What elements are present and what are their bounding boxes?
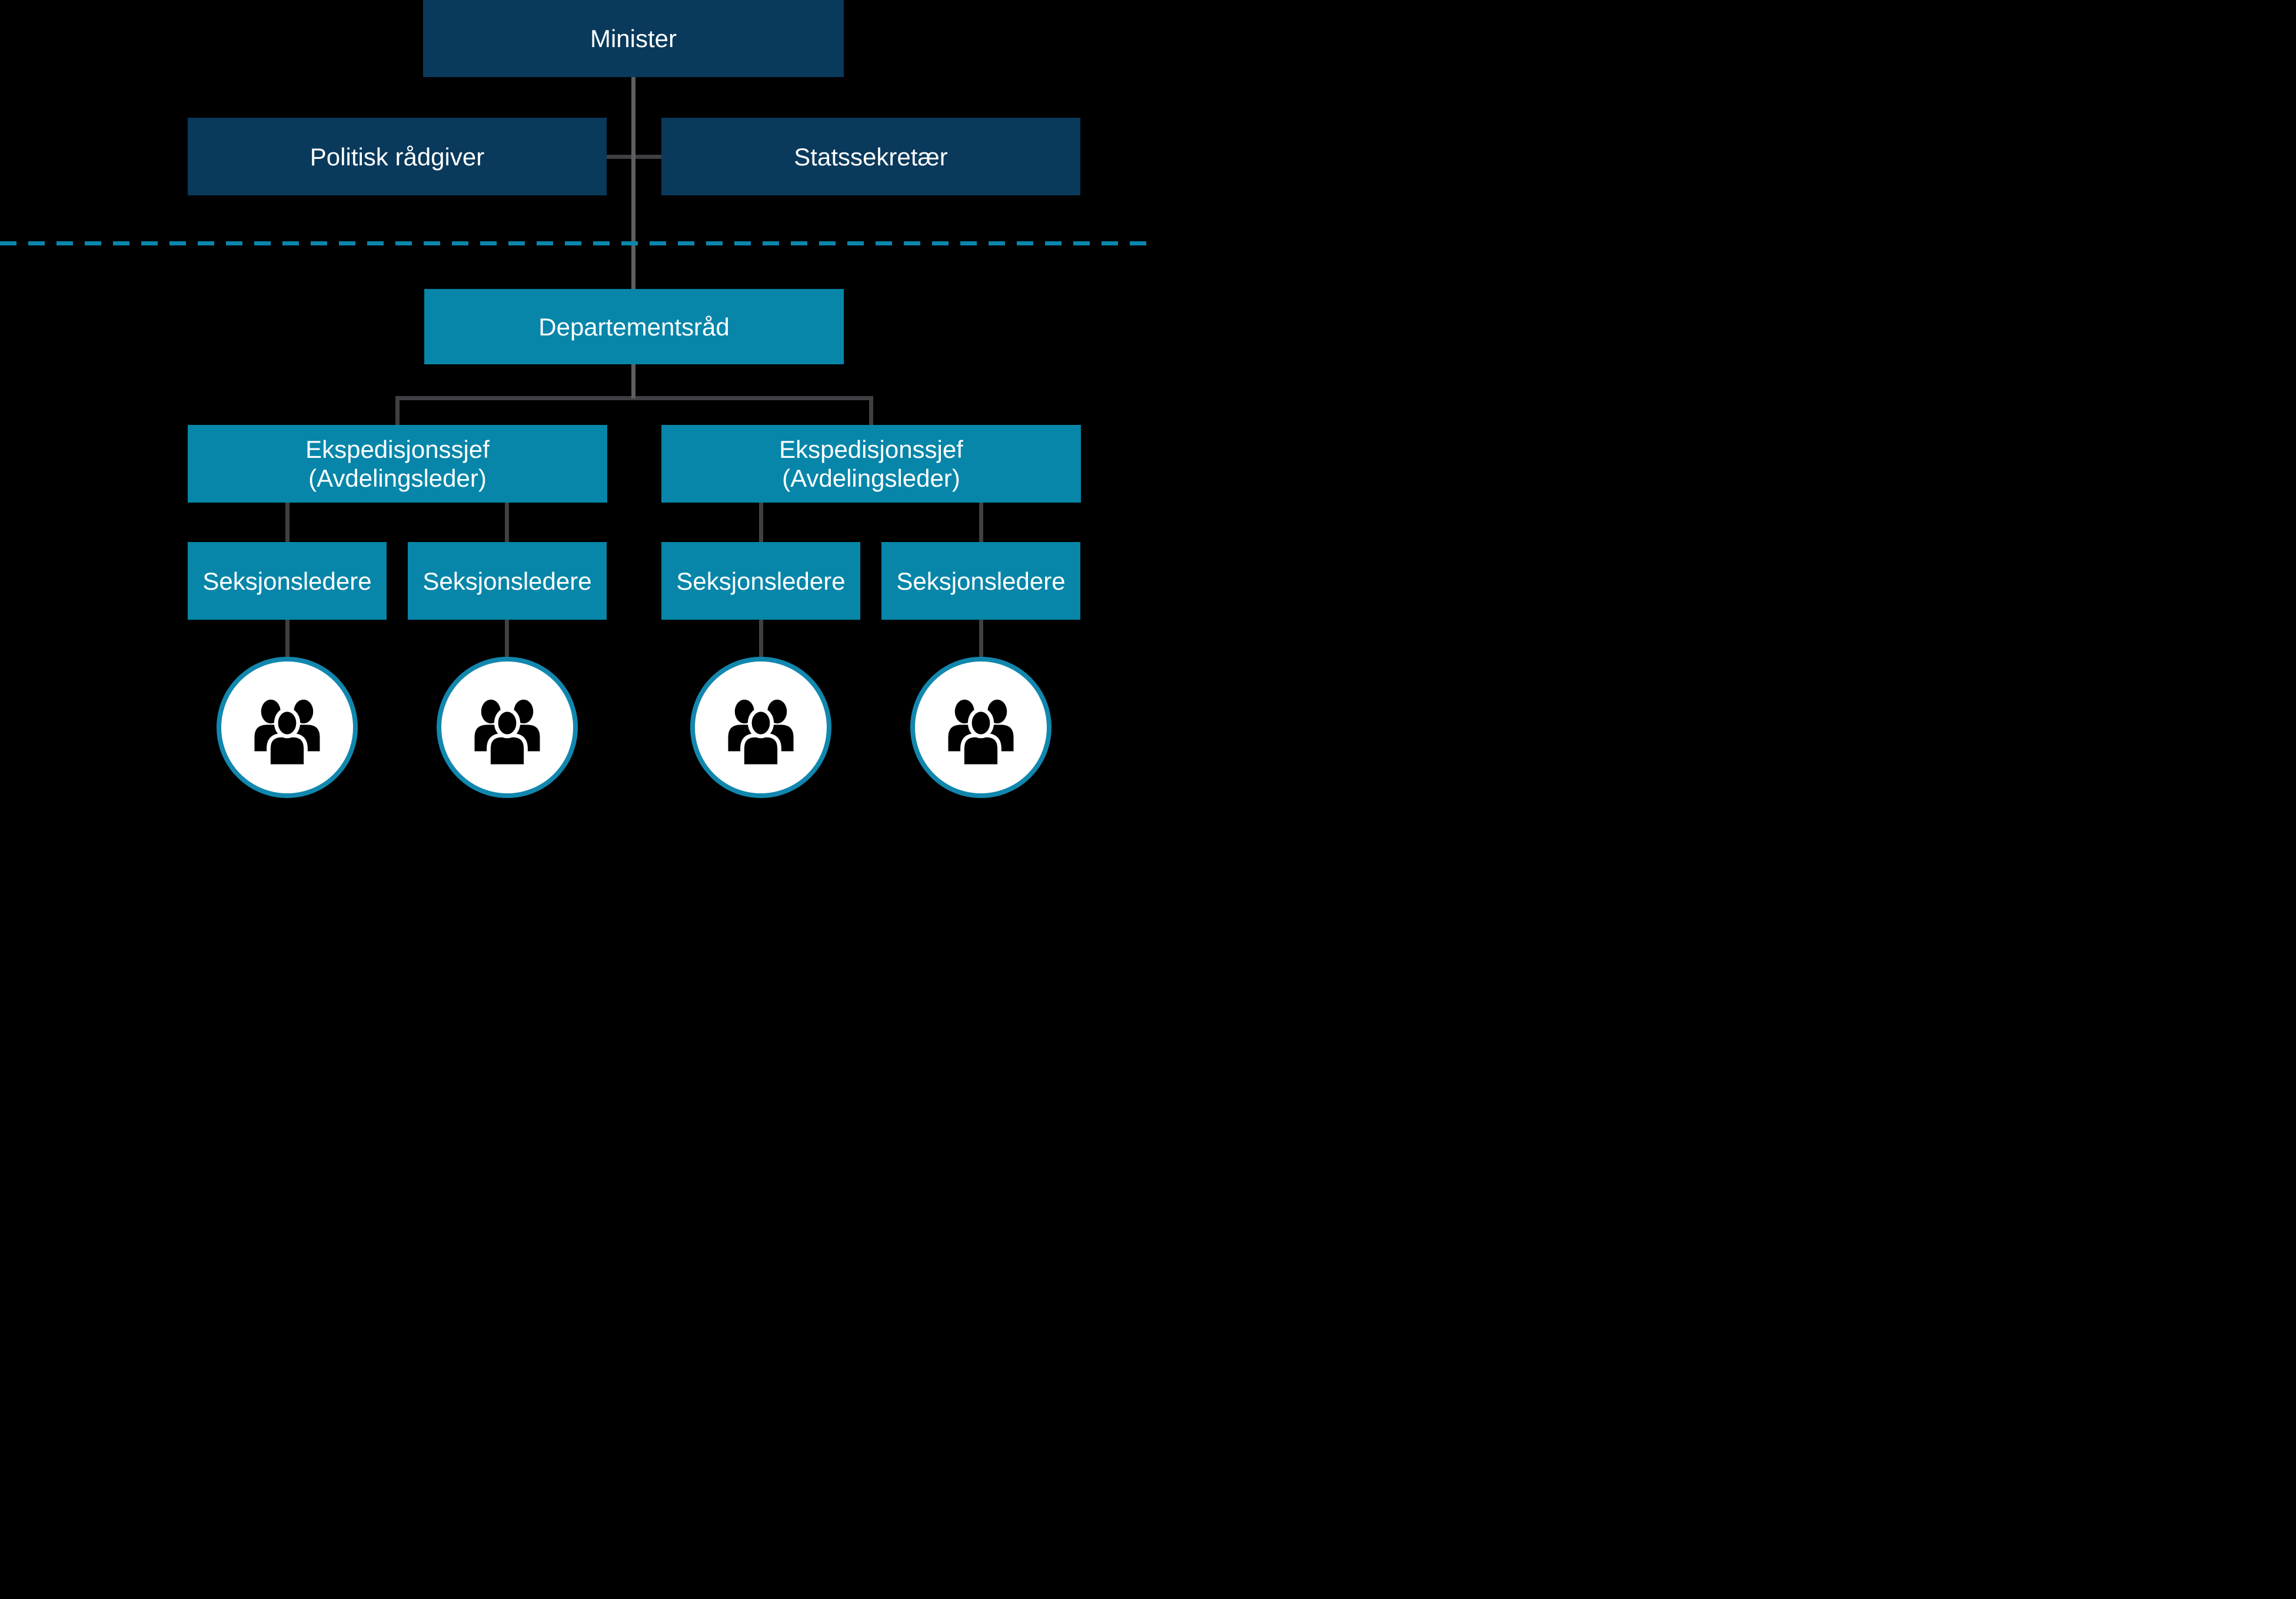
connector-eksp-seks-4 xyxy=(979,503,983,542)
node-departementsraad: Departementsråd xyxy=(424,289,844,364)
ekspedisjonssjef-right-label: Ekspedisjonssjef (Avdelingsleder) xyxy=(779,435,963,493)
node-seksjonsledere-2: Seksjonsledere xyxy=(408,542,607,620)
connector-branch-right-drop xyxy=(869,400,873,425)
org-chart: Minister Politisk rådgiver Statssekretær… xyxy=(0,0,1148,799)
connector-seks-staff-4 xyxy=(979,620,983,657)
staff-group-circle-4 xyxy=(910,657,1051,798)
staff-group-circle-3 xyxy=(690,657,831,798)
connector-eksp-seks-2 xyxy=(505,503,509,542)
node-statssekretaer: Statssekretær xyxy=(661,118,1080,195)
ekspedisjonssjef-right-line2: (Avdelingsleder) xyxy=(782,464,960,492)
departementsraad-label: Departementsråd xyxy=(538,313,730,341)
people-group-icon xyxy=(254,699,320,769)
minister-label: Minister xyxy=(590,25,677,52)
ekspedisjonssjef-left-line2: (Avdelingsleder) xyxy=(308,464,487,492)
politisk-radgiver-label: Politisk rådgiver xyxy=(310,142,485,171)
seksjonsledere-3-label: Seksjonsledere xyxy=(676,567,846,595)
connector-branch-left-drop xyxy=(395,400,400,425)
ekspedisjonssjef-left-line1: Ekspedisjonssjef xyxy=(305,436,490,463)
node-minister: Minister xyxy=(423,0,844,77)
seksjonsledere-2-label: Seksjonsledere xyxy=(422,567,592,595)
connector-eksp-seks-1 xyxy=(285,503,290,542)
connector-seks-staff-1 xyxy=(285,620,290,657)
staff-group-circle-1 xyxy=(217,657,358,798)
connector-minister-departementsraad xyxy=(631,77,635,289)
people-group-icon xyxy=(474,699,540,769)
people-group-icon xyxy=(948,699,1014,769)
node-seksjonsledere-4: Seksjonsledere xyxy=(881,542,1080,620)
statssekretaer-label: Statssekretær xyxy=(794,142,948,171)
seksjonsledere-4-label: Seksjonsledere xyxy=(896,567,1066,595)
political-administrative-divider-dashed-line xyxy=(0,241,1148,245)
node-seksjonsledere-3: Seksjonsledere xyxy=(661,542,860,620)
staff-group-circle-2 xyxy=(437,657,578,798)
connector-eksp-seks-3 xyxy=(759,503,763,542)
ekspedisjonssjef-right-line1: Ekspedisjonssjef xyxy=(779,436,963,463)
ekspedisjonssjef-left-label: Ekspedisjonssjef (Avdelingsleder) xyxy=(305,435,490,493)
seksjonsledere-1-label: Seksjonsledere xyxy=(202,567,372,595)
node-ekspedisjonssjef-left: Ekspedisjonssjef (Avdelingsleder) xyxy=(188,425,607,503)
node-ekspedisjonssjef-right: Ekspedisjonssjef (Avdelingsleder) xyxy=(661,425,1081,503)
connector-departementsraad-branch xyxy=(631,364,635,398)
connector-seks-staff-2 xyxy=(505,620,509,657)
node-politisk-radgiver: Politisk rådgiver xyxy=(188,118,607,195)
people-group-icon xyxy=(728,699,794,769)
connector-seks-staff-3 xyxy=(759,620,763,657)
node-seksjonsledere-1: Seksjonsledere xyxy=(188,542,387,620)
